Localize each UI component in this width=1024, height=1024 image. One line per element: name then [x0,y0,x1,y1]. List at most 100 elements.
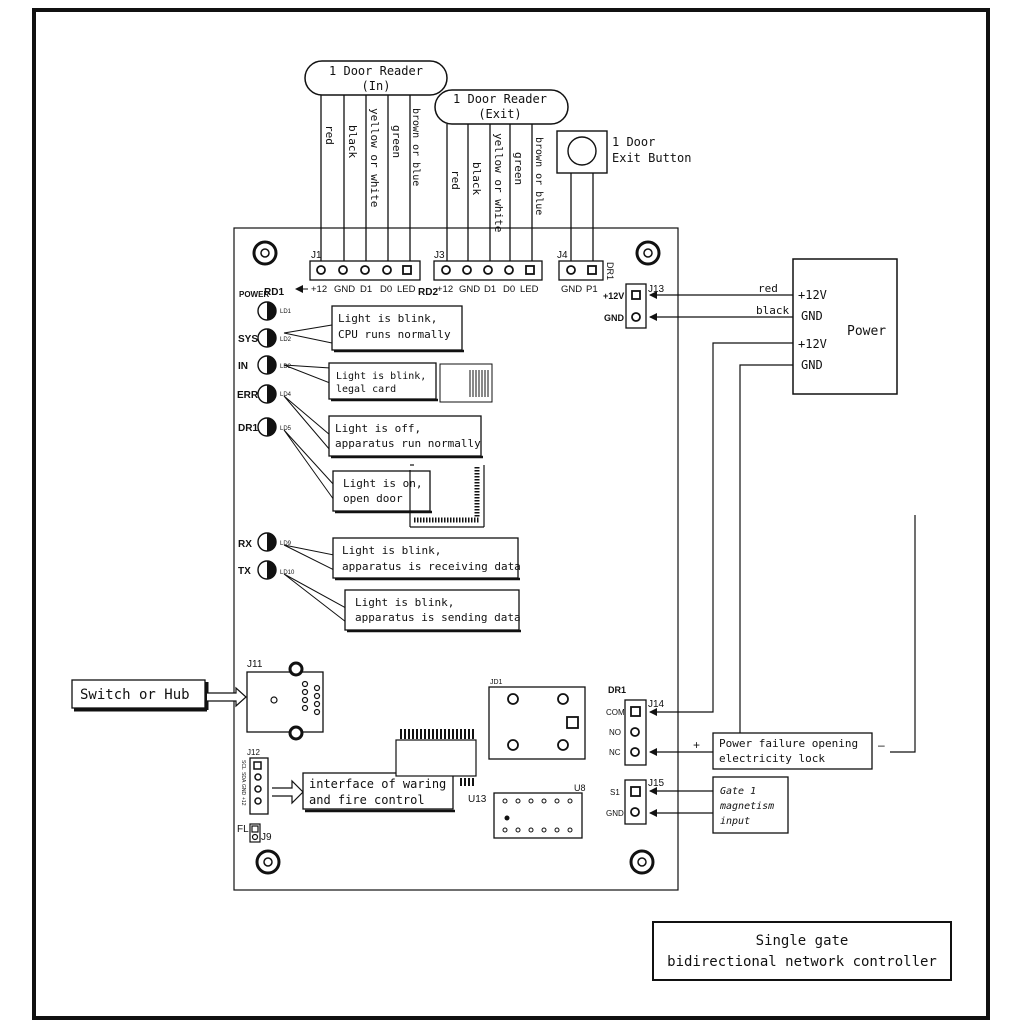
page-frame [32,8,990,1020]
svg-text:J15: J15 [648,778,665,789]
exit-button-icon [567,136,597,166]
connector-j14: DR1 J14 COM NO NC [606,685,665,766]
svg-text:apparatus run normally: apparatus run normally [335,437,481,450]
svg-text:J14: J14 [648,699,665,710]
j3-pin-label: D1 [484,284,496,295]
svg-text:ERR: ERR [237,390,259,401]
j1-pin-label: D1 [360,284,372,295]
power-supply: Power +12V GND +12V GND [792,258,898,395]
power-terminal: +12V [798,288,827,302]
svg-text:TX: TX [238,566,251,577]
j13-pin-label: +12V [603,291,624,301]
svg-text:J4: J4 [557,250,568,261]
reader-exit-box [434,89,569,125]
wire-black-label: black [756,304,789,317]
svg-text:J12: J12 [247,748,260,757]
reader-exit: 1 Door Reader (Exit) red black yellow or… [434,89,569,262]
reader-in-wire-label: black [346,125,359,158]
fl-label: FL [237,824,249,835]
reader-exit-title: 1 Door Reader [453,92,547,106]
svg-text:Light is on,: Light is on, [343,477,422,490]
j4-pin-label: P1 [586,284,598,295]
wire-red-label: red [758,282,778,295]
led-dr1: DR1 LD5 [238,417,292,437]
connector-j12: J12 SCL SDA GND +12 [240,748,269,815]
svg-text:Light is off,: Light is off, [335,422,421,435]
reader-exit-wire-label: brown or blue [533,137,544,215]
reader-exit-wire-label: red [449,170,462,190]
lock-plus-label: + [693,738,700,752]
j1-pin-label: +12 [311,284,327,295]
svg-text:input: input [720,816,750,827]
svg-text:LD10: LD10 [280,570,295,576]
j1-pin-label: GND [334,284,355,295]
callout-err: Light is off, apparatus run normally [283,395,483,459]
rd1-label: RD1 [264,287,284,298]
connector-j9: FL J9 [237,823,272,843]
svg-text:POWER: POWER [239,290,269,299]
svg-text:legal card: legal card [336,384,396,395]
switch-hub-box: Switch or Hub [71,679,209,712]
ethernet-port-j11: J11 [246,659,324,741]
j14-pin-label: COM [606,708,625,717]
reader-exit-wire-label: yellow or white [492,133,505,232]
svg-text:JD1: JD1 [490,679,503,686]
j14-pin-label: NO [609,728,621,737]
dr1-mid-label: DR1 [608,685,626,695]
reader-in-subtitle: (In) [362,79,391,93]
connector-j3: J3 RD2 +12 GND D1 D0 LED [418,250,543,298]
j12-pin-label: SDA [240,772,246,783]
led-sys: SYS LD2 [238,328,292,348]
led-err: ERR LD4 [237,384,292,404]
j12-pin-label: GND [240,784,246,796]
svg-text:DR1: DR1 [238,423,258,434]
svg-text:Light is blink,: Light is blink, [336,371,426,382]
power-terminal: GND [801,358,823,372]
reader-exit-wire-label: green [512,152,525,185]
led-tx: TX LD10 [238,560,295,580]
svg-text:J3: J3 [434,250,445,261]
reader-exit-subtitle: (Exit) [478,107,521,121]
svg-text:Light is blink,: Light is blink, [355,596,454,609]
j14-pin-label: NC [609,748,621,757]
j12-pin-label: SCL [240,760,246,770]
svg-text:and fire control: and fire control [309,793,425,807]
svg-text:RX: RX [238,539,252,550]
led-power: POWER LD1 [239,290,292,321]
svg-text:LD2: LD2 [280,337,292,343]
j15-pin-label: GND [606,809,624,818]
title-block: Single gate bidirectional network contro… [652,921,952,981]
callout-sys: Light is blink, CPU runs normally [283,305,464,353]
svg-text:SYS: SYS [238,334,258,345]
network-arrow-icon [207,686,247,708]
mounting-hole [255,849,281,875]
lock-minus-label: – [878,738,885,752]
svg-text:open door: open door [343,492,403,505]
exit-button: 1 Door Exit Button [556,130,691,262]
gate-magnetism-input: Gate 1 magnetism input [712,776,789,834]
reader-in-title: 1 Door Reader [329,64,423,78]
svg-text:magnetism: magnetism [719,801,774,812]
title-line-1: Single gate [756,933,849,949]
led-in: IN LD3 [238,355,292,375]
reader-in: 1 Door Reader (In) red black yellow or w… [304,60,448,262]
reader-in-wire-label: yellow or white [368,108,381,207]
svg-text:J13: J13 [648,284,665,295]
exit-button-label: Exit Button [612,151,691,165]
relay-jd1: JD1 [488,679,586,760]
connector-j13: J13 +12V GND [603,283,665,329]
svg-text:LD1: LD1 [280,309,292,315]
svg-text:U13: U13 [468,794,487,805]
svg-text:apparatus is receiving data: apparatus is receiving data [342,560,521,573]
svg-text:LD5: LD5 [280,426,292,432]
svg-text:Light is blink,: Light is blink, [338,312,437,325]
connector-j1: J1 RD1 +12 GND D1 D0 LED [264,250,421,298]
svg-text:J1: J1 [311,250,322,261]
svg-text:CPU runs normally: CPU runs normally [338,328,451,341]
connector-j4: J4 DR1 GND P1 [557,250,615,295]
svg-text:J11: J11 [247,659,263,670]
j3-pin-label: LED [520,284,539,295]
j1-pin-label: D0 [380,284,392,295]
j3-pin-label: GND [459,284,480,295]
reader-in-wire-label: red [323,125,336,145]
